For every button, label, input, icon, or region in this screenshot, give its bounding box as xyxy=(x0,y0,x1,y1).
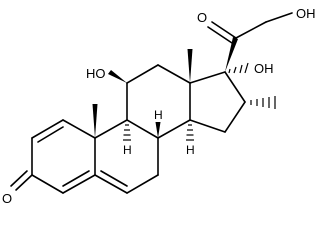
c19-methyl-wedge xyxy=(92,104,98,138)
c16-methyl-hash xyxy=(250,96,276,109)
c21-oxygen-bond xyxy=(265,12,293,23)
c14-hydrogen-hash xyxy=(186,124,194,141)
c8-hydrogen-wedge xyxy=(155,122,161,138)
c20-oxygen-bond xyxy=(211,21,237,39)
c3-oxygen-label: O xyxy=(2,191,12,206)
c21-hydroxyl-label: OH xyxy=(296,6,316,21)
c9-hydrogen-label: H xyxy=(123,143,132,157)
c20-c21-bond xyxy=(235,21,267,39)
molecule-diagram: O HO H H xyxy=(2,6,316,206)
ring-d xyxy=(189,71,246,133)
c9-hydrogen-hash xyxy=(123,124,131,141)
c17-hydroxyl-label: OH xyxy=(254,61,274,76)
c18-methyl-wedge xyxy=(187,49,193,83)
ring-b xyxy=(94,119,159,194)
c20-side-chain-wedge xyxy=(225,37,238,72)
c11-hydroxyl-label: HO xyxy=(86,66,106,81)
c11-hydroxyl-wedge xyxy=(108,70,127,83)
c20-oxygen-double-bond xyxy=(207,26,233,44)
ring-a xyxy=(31,119,96,194)
ring-c xyxy=(126,64,191,139)
c20-oxygen-label: O xyxy=(197,10,207,25)
structure-canvas: O HO H H xyxy=(2,6,316,206)
c8-hydrogen-label: H xyxy=(154,108,163,122)
c17-hydroxyl-hash xyxy=(228,62,249,74)
c3-carbonyl: O xyxy=(2,170,33,206)
c14-hydrogen-label: H xyxy=(186,143,195,157)
